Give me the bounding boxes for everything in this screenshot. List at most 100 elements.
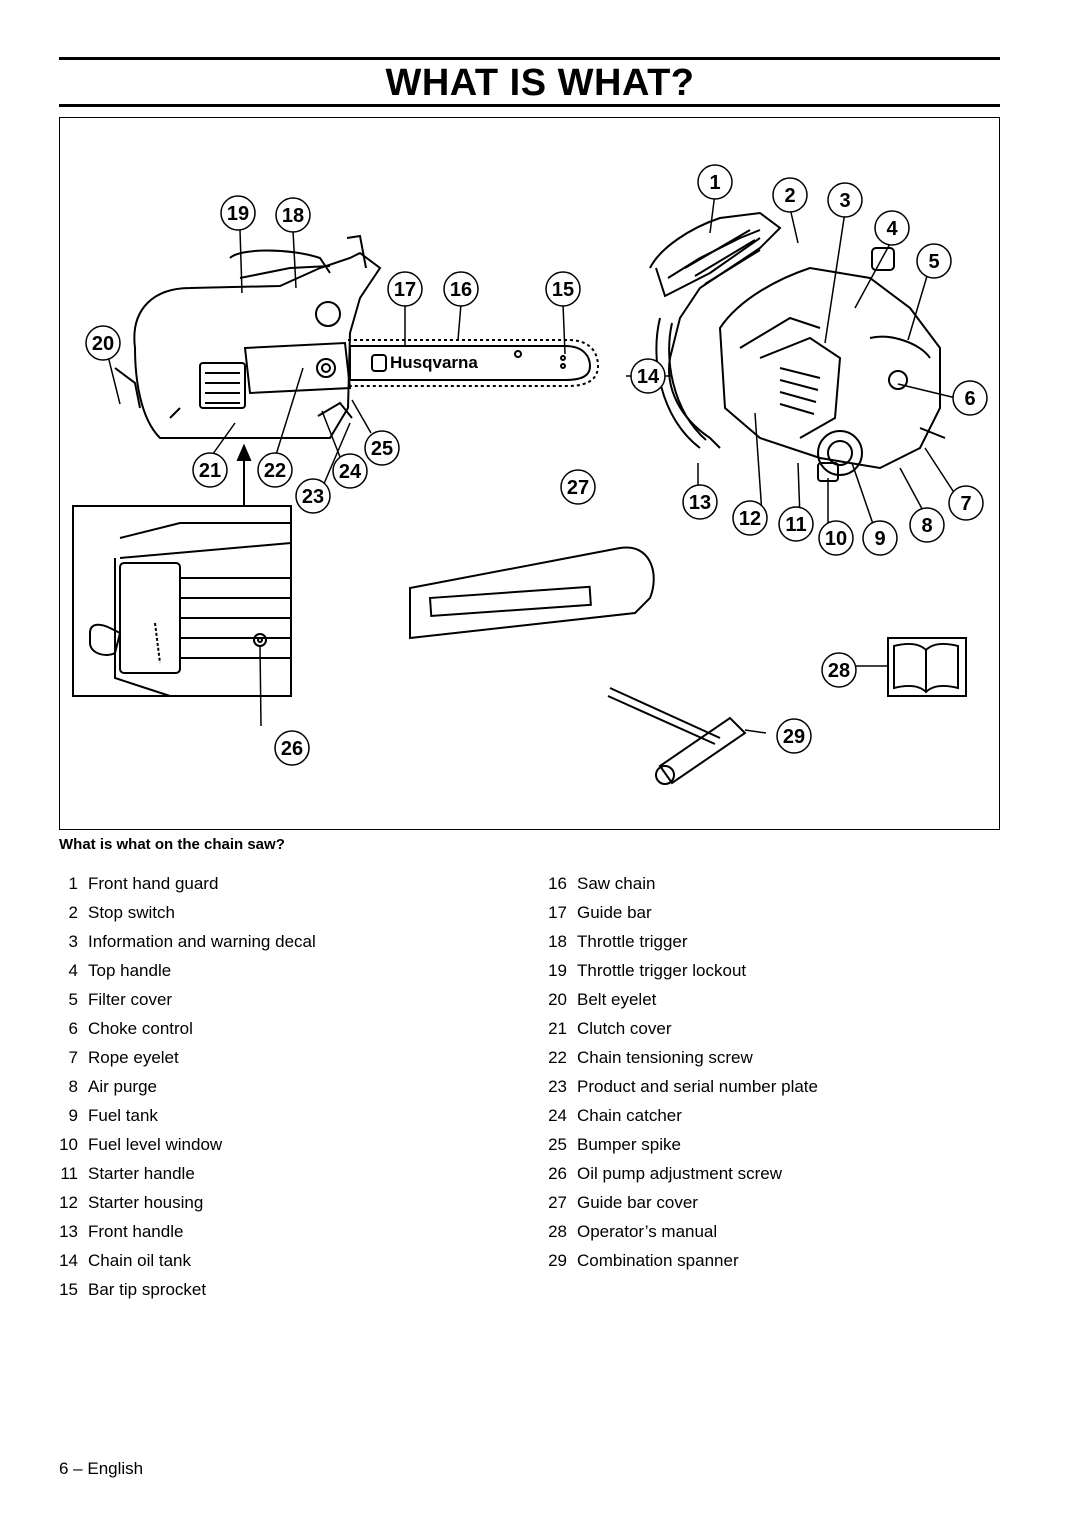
callout-25: 25 [364, 430, 400, 466]
svg-text:4: 4 [886, 218, 898, 240]
svg-text:6: 6 [964, 388, 975, 410]
svg-text:22: 22 [264, 460, 286, 482]
part-number: 9 [68, 1106, 78, 1125]
part-label: Bar tip sprocket [88, 1280, 207, 1299]
part-number: 13 [59, 1222, 78, 1241]
part-number: 21 [548, 1019, 567, 1038]
svg-text:13: 13 [689, 492, 711, 514]
callout-24: 24 [332, 453, 368, 489]
brand-text: Husqvarna [390, 353, 478, 372]
part-item: 27 Guide bar cover [545, 1193, 698, 1213]
part-label: Rope eyelet [88, 1048, 179, 1067]
operators-manual-drawing [887, 637, 967, 697]
svg-text:15: 15 [552, 279, 574, 301]
part-label: Information and warning decal [88, 932, 316, 951]
part-item: 8 Air purge [59, 1077, 157, 1097]
callout-23: 23 [295, 478, 331, 514]
leader-lines [107, 192, 957, 734]
part-number: 14 [59, 1251, 78, 1270]
part-number: 18 [548, 932, 567, 951]
part-number: 7 [68, 1048, 78, 1067]
svg-text:29: 29 [783, 726, 805, 748]
part-number: 26 [548, 1164, 567, 1183]
part-number: 11 [60, 1164, 78, 1183]
part-label: Operator’s manual [577, 1222, 718, 1241]
part-label: Filter cover [88, 990, 173, 1009]
part-label: Combination spanner [577, 1251, 739, 1270]
side-view-saw [114, 234, 600, 439]
part-number: 19 [548, 961, 567, 980]
part-label: Air purge [88, 1077, 157, 1096]
title-underline [59, 104, 1000, 107]
part-number: 12 [59, 1193, 78, 1212]
part-item: 18 Throttle trigger [545, 932, 688, 952]
part-label: Fuel tank [88, 1106, 158, 1125]
part-label: Fuel level window [88, 1135, 223, 1154]
callout-3: 3 [827, 182, 863, 218]
part-item: 14 Chain oil tank [59, 1251, 191, 1271]
callout-13: 13 [682, 484, 718, 520]
part-label: Throttle trigger lockout [577, 961, 747, 980]
part-label: Chain oil tank [88, 1251, 192, 1270]
svg-text:21: 21 [199, 460, 221, 482]
part-number: 5 [68, 990, 78, 1009]
part-label: Guide bar cover [577, 1193, 698, 1212]
part-number: 20 [548, 990, 567, 1009]
part-number: 29 [548, 1251, 567, 1270]
svg-text:18: 18 [282, 205, 304, 227]
callout-11: 11 [778, 506, 814, 542]
callout-2: 2 [772, 177, 808, 213]
part-number: 25 [548, 1135, 567, 1154]
svg-text:7: 7 [960, 493, 971, 515]
part-label: Front hand guard [88, 874, 219, 893]
svg-text:19: 19 [227, 203, 249, 225]
callout-9: 9 [862, 520, 898, 556]
svg-text:3: 3 [839, 190, 850, 212]
part-item: 13 Front handle [59, 1222, 183, 1242]
part-number: 23 [548, 1077, 567, 1096]
part-label: Front handle [88, 1222, 184, 1241]
part-label: Throttle trigger [577, 932, 688, 951]
part-item: 9 Fuel tank [59, 1106, 158, 1126]
part-number: 8 [68, 1077, 78, 1096]
front-view-saw [649, 211, 946, 482]
svg-text:9: 9 [874, 528, 885, 550]
callout-4: 4 [874, 210, 910, 246]
svg-text:14: 14 [637, 366, 660, 388]
callout-7: 7 [948, 485, 984, 521]
part-item: 7 Rope eyelet [59, 1048, 179, 1068]
svg-text:25: 25 [371, 438, 393, 460]
callout-12: 12 [732, 500, 768, 536]
part-item: 1 Front hand guard [59, 874, 219, 894]
part-label: Chain catcher [577, 1106, 682, 1125]
inset-detail-saw [89, 522, 292, 697]
parts-list-caption: What is what on the chain saw? [59, 836, 285, 853]
part-label: Oil pump adjustment screw [577, 1164, 783, 1183]
part-number: 28 [548, 1222, 567, 1241]
callout-8: 8 [909, 507, 945, 543]
callout-21: 21 [192, 452, 228, 488]
part-number: 1 [68, 874, 78, 893]
chainsaw-illustration: Husqvarna 123456789101112131415161718192… [72, 164, 988, 785]
page-title: WHAT IS WHAT? [385, 62, 695, 104]
part-item: 19 Throttle trigger lockout [545, 961, 746, 981]
callout-18: 18 [275, 197, 311, 233]
combination-spanner-drawing [607, 687, 747, 785]
part-number: 16 [548, 874, 567, 893]
part-number: 27 [548, 1193, 567, 1212]
part-label: Top handle [88, 961, 172, 980]
part-number: 10 [59, 1135, 78, 1154]
svg-text:26: 26 [281, 738, 303, 760]
svg-text:2: 2 [784, 185, 795, 207]
svg-text:28: 28 [828, 660, 850, 682]
part-label: Stop switch [88, 903, 175, 922]
svg-text:20: 20 [92, 333, 114, 355]
